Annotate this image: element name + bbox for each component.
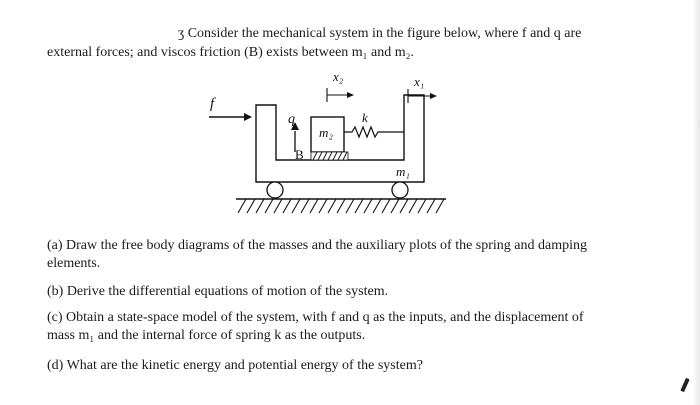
intro-text-1: Consider the mechanical system in the fi… <box>187 26 582 41</box>
part-a-line-2: elements. <box>47 256 101 271</box>
left-wheel <box>266 181 284 199</box>
part-c-line-1: (c) Obtain a state-space model of the sy… <box>47 310 584 325</box>
mechanical-system-figure: f m₁ q m₂ B k x₂ x₁ <box>209 69 446 214</box>
part-d: (d) What are the kinetic energy and pote… <box>47 358 423 373</box>
scroll-edge <box>692 0 700 405</box>
label-x2: x₂ <box>332 69 344 84</box>
part-b: (b) Derive the differential equations of… <box>47 284 389 299</box>
part-a-line-1: (a) Draw the free body diagrams of the m… <box>47 238 588 253</box>
problem-intro-line-2: external forces; and viscos friction (B)… <box>47 45 415 60</box>
label-B: B <box>295 147 304 162</box>
label-f: f <box>210 96 216 112</box>
pen-mark <box>680 377 690 393</box>
intro-mark: ʒ <box>178 26 185 41</box>
label-m1: m₁ <box>396 164 410 179</box>
part-c-line-2: mass m₁ and the internal force of spring… <box>47 328 366 343</box>
problem-intro-line-1: ʒ Consider the mechanical system in the … <box>178 26 581 42</box>
label-q: q <box>288 112 295 127</box>
label-k: k <box>362 110 368 125</box>
label-m2: m₂ <box>319 125 333 140</box>
label-x1: x₁ <box>413 74 424 89</box>
right-wheel <box>391 181 409 199</box>
